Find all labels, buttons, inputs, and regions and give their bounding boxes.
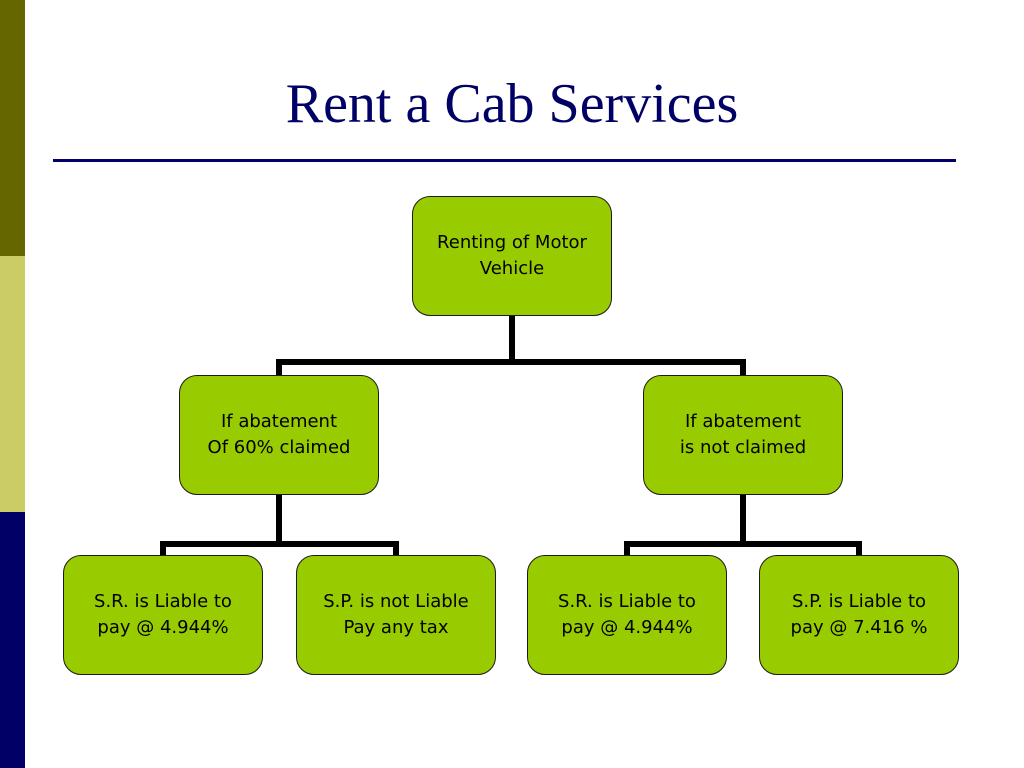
- node-sp-liable: S.P. is Liable to pay @ 7.416 %: [759, 555, 959, 675]
- accent-bar-top: [0, 0, 25, 256]
- title-underline: [53, 159, 956, 162]
- node-label: S.P. is not Liable Pay any tax: [323, 591, 469, 638]
- node-label: S.R. is Liable to pay @ 4.944%: [94, 591, 232, 638]
- accent-bar-middle: [0, 256, 25, 512]
- node-renting-of-motor-vehicle: Renting of Motor Vehicle: [412, 196, 612, 316]
- node-abatement-claimed: If abatement Of 60% claimed: [179, 375, 379, 495]
- accent-bar-bottom: [0, 512, 25, 768]
- node-label: If abatement Of 60% claimed: [207, 411, 351, 458]
- node-sr-liable-right: S.R. is Liable to pay @ 4.944%: [527, 555, 727, 675]
- node-label: S.P. is Liable to pay @ 7.416 %: [790, 591, 928, 638]
- node-label: If abatement is not claimed: [679, 411, 807, 458]
- slide-title: Rent a Cab Services: [285, 73, 739, 135]
- node-sp-not-liable: S.P. is not Liable Pay any tax: [296, 555, 496, 675]
- node-label: S.R. is Liable to pay @ 4.944%: [558, 591, 696, 638]
- node-label: Renting of Motor Vehicle: [437, 232, 587, 279]
- node-sr-liable-left: S.R. is Liable to pay @ 4.944%: [63, 555, 263, 675]
- node-abatement-not-claimed: If abatement is not claimed: [643, 375, 843, 495]
